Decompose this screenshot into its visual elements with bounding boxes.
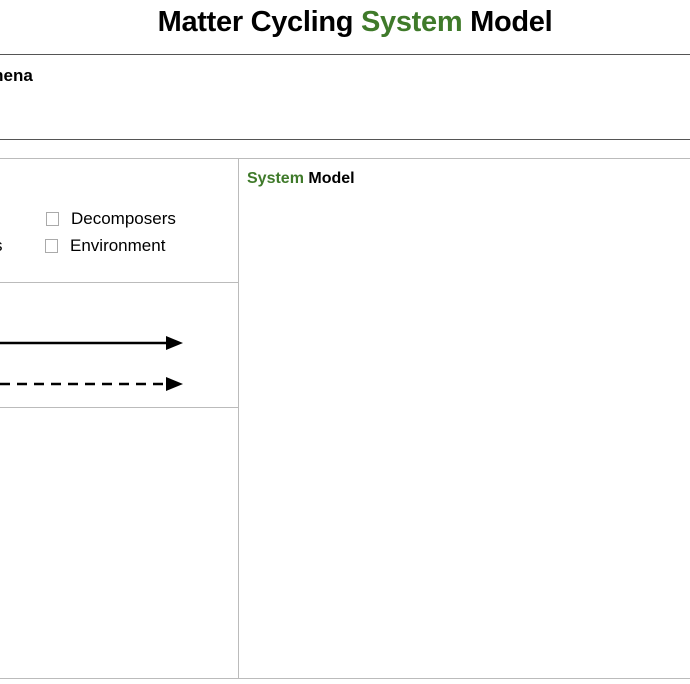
divider bbox=[0, 407, 238, 408]
environment-label: Environment bbox=[70, 236, 166, 255]
system-model-heading: System Model bbox=[247, 170, 355, 188]
phenomena-heading: omena bbox=[0, 66, 33, 85]
divider bbox=[0, 678, 690, 679]
partial-label: s bbox=[0, 236, 3, 256]
column-divider bbox=[238, 158, 239, 678]
page-title: Matter Cycling System Model bbox=[0, 6, 690, 39]
decomposers-checkbox[interactable] bbox=[46, 212, 59, 226]
arrow-legend bbox=[0, 336, 183, 391]
decomposers-label: Decomposers bbox=[71, 209, 176, 228]
title-highlight: System bbox=[360, 6, 463, 38]
divider bbox=[0, 139, 690, 140]
system-model-highlight: System bbox=[247, 170, 304, 187]
divider bbox=[0, 54, 690, 55]
system-model-text: Model bbox=[303, 170, 355, 187]
divider bbox=[0, 158, 690, 159]
dashed-arrow bbox=[0, 377, 183, 391]
divider bbox=[0, 282, 238, 283]
solid-arrow bbox=[0, 336, 183, 350]
title-text-end: Model bbox=[462, 6, 553, 38]
title-text: Matter Cycling bbox=[157, 6, 361, 38]
environment-checkbox[interactable] bbox=[45, 239, 58, 253]
